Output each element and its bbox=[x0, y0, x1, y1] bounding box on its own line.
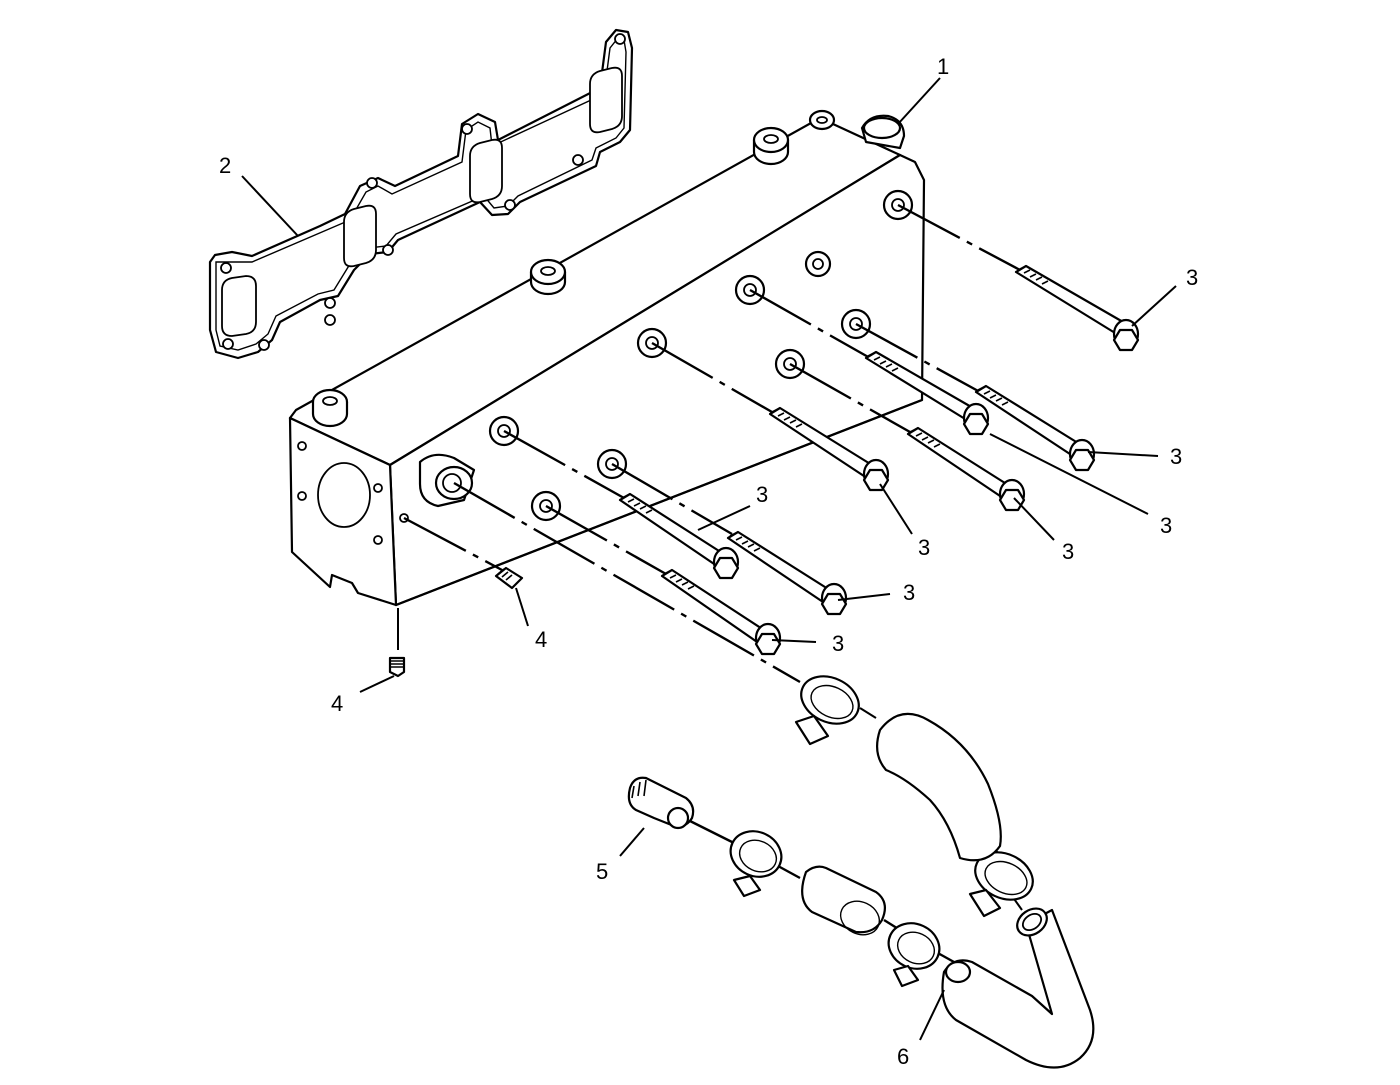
leader-lines bbox=[241, 77, 1177, 1041]
fitting bbox=[627, 776, 695, 830]
hose-clamp bbox=[968, 851, 1034, 918]
bolt bbox=[660, 568, 782, 656]
callout-3: 3 bbox=[1160, 513, 1172, 538]
hose-clamp bbox=[794, 675, 860, 746]
bolt bbox=[864, 350, 990, 436]
hose-clamp bbox=[729, 830, 783, 898]
short-hose bbox=[801, 865, 887, 936]
bolt bbox=[768, 406, 890, 492]
callout-3: 3 bbox=[903, 580, 915, 605]
plugs bbox=[388, 566, 524, 678]
callout-3: 3 bbox=[918, 535, 930, 560]
bolt bbox=[726, 530, 848, 616]
callout-6: 6 bbox=[897, 1044, 909, 1069]
callout-4: 4 bbox=[535, 627, 547, 652]
elbow-hose bbox=[875, 712, 1002, 862]
bolt bbox=[974, 384, 1096, 472]
clamps bbox=[729, 675, 1034, 988]
bolts bbox=[618, 264, 1140, 656]
callout-3: 3 bbox=[1170, 444, 1182, 469]
plug bbox=[388, 656, 406, 678]
callout-labels: 1 2 3 3 3 3 3 3 3 3 3 4 4 5 6 bbox=[219, 54, 1198, 1069]
hoses bbox=[801, 712, 1095, 1069]
callout-3: 3 bbox=[756, 482, 768, 507]
u-tube bbox=[941, 907, 1095, 1069]
bolt bbox=[1014, 264, 1140, 352]
callout-3: 3 bbox=[1186, 265, 1198, 290]
bolt bbox=[618, 492, 740, 580]
callout-2: 2 bbox=[219, 153, 231, 178]
callout-1: 1 bbox=[937, 54, 949, 79]
callout-3: 3 bbox=[1062, 539, 1074, 564]
callout-4: 4 bbox=[331, 691, 343, 716]
hose-clamp bbox=[887, 922, 941, 988]
bolt bbox=[906, 426, 1026, 512]
assembly-lines bbox=[397, 203, 1023, 964]
plug bbox=[494, 566, 524, 590]
callout-3: 3 bbox=[832, 631, 844, 656]
callout-5: 5 bbox=[596, 859, 608, 884]
gasket bbox=[208, 28, 634, 360]
